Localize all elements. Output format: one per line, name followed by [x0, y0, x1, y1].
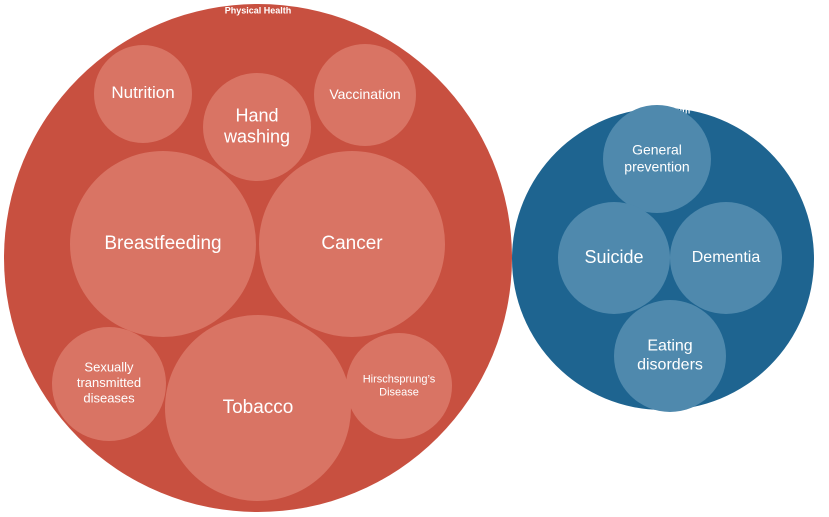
item-breastfeeding-circle [70, 151, 256, 337]
item-nutrition-circle [94, 45, 192, 143]
item-tobacco-label: Tobacco [223, 397, 294, 418]
item-vaccination-label: Vaccination [329, 86, 400, 102]
item-eating-disorders-circle [614, 300, 726, 412]
item-dementia-circle [670, 202, 782, 314]
item-suicide-label: Suicide [584, 247, 643, 267]
item-sexually-transmitted-diseases-circle [52, 327, 166, 441]
item-general-prevention-circle [603, 105, 711, 213]
item-breastfeeding: Breastfeeding [70, 151, 256, 337]
item-vaccination-circle [314, 44, 416, 146]
item-hirschsprung-s-disease-circle [346, 333, 452, 439]
item-dementia-label: Dementia [692, 249, 761, 266]
item-vaccination: Vaccination [314, 44, 416, 146]
item-nutrition-label: Nutrition [111, 83, 174, 102]
item-dementia: Dementia [670, 202, 782, 314]
item-breastfeeding-label: Breastfeeding [104, 233, 221, 254]
item-cancer: Cancer [259, 151, 445, 337]
item-tobacco: Tobacco [165, 315, 351, 501]
item-nutrition: Nutrition [94, 45, 192, 143]
item-hand-washing-circle [203, 73, 311, 181]
physical-health-group-label: Physical Health [225, 5, 292, 15]
item-cancer-circle [259, 151, 445, 337]
item-suicide: Suicide [558, 202, 670, 314]
mental-health-group: Mental healthGeneralpreventionSuicideDem… [512, 105, 814, 412]
item-cancer-label: Cancer [321, 233, 383, 254]
item-suicide-circle [558, 202, 670, 314]
item-tobacco-circle [165, 315, 351, 501]
